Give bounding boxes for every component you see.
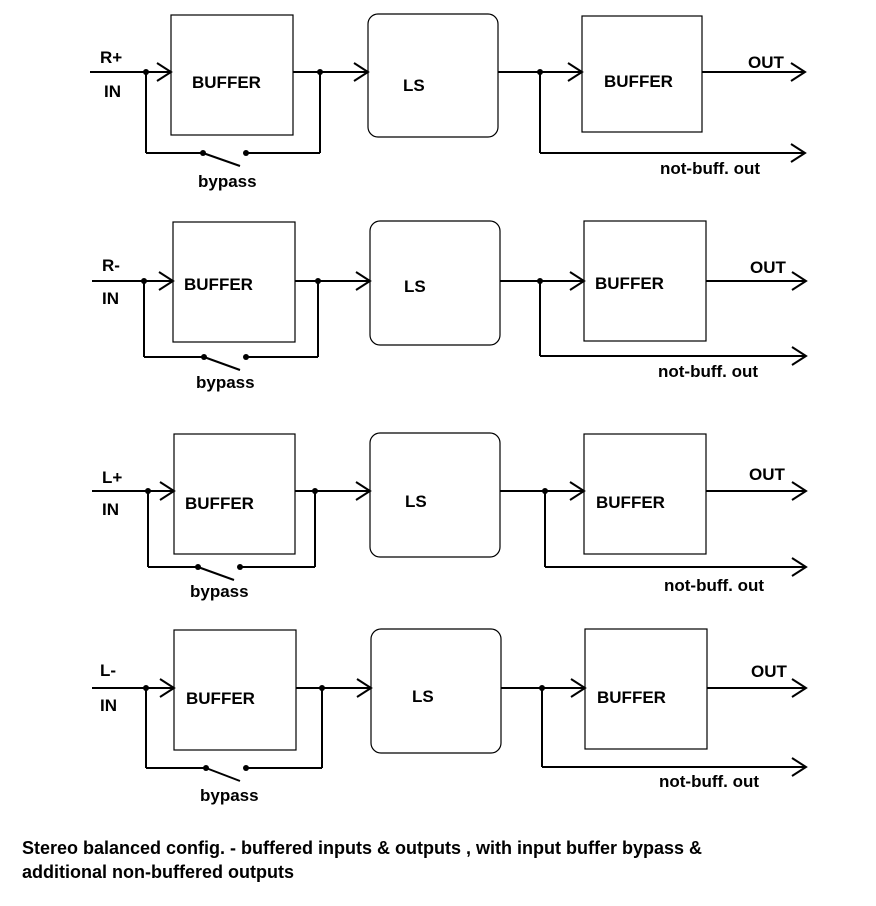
out-label: OUT	[748, 53, 785, 72]
switch-contact	[243, 354, 249, 360]
diagram-caption: Stereo balanced config. - buffered input…	[22, 836, 862, 884]
out-label: OUT	[750, 258, 787, 277]
output-buffer-box	[581, 15, 703, 133]
arrow-head-icon	[353, 62, 370, 82]
output-buffer-box	[583, 433, 707, 555]
not-buffered-out-label: not-buff. out	[659, 772, 759, 791]
ls-box	[369, 432, 501, 558]
input-buffer-label: BUFFER	[184, 275, 253, 294]
out-label: OUT	[749, 465, 786, 484]
bypass-switch-icon	[202, 152, 241, 167]
output-buffer-box	[584, 628, 708, 750]
output-buffer-label: BUFFER	[595, 274, 664, 293]
arrow-head-icon	[569, 271, 586, 291]
caption-line-1: Stereo balanced config. - buffered input…	[22, 838, 703, 858]
ls-label: LS	[403, 76, 425, 95]
channel-l-plus: L+ IN BUFFER LS BUFFER OUT bypass not-bu…	[92, 432, 808, 601]
arrow-head-icon	[790, 62, 807, 82]
ls-box	[370, 628, 502, 754]
arrow-head-icon	[567, 62, 584, 82]
arrow-head-icon	[791, 678, 808, 698]
input-buffer-box	[173, 629, 297, 751]
not-buffered-out-label: not-buff. out	[664, 576, 764, 595]
not-buffered-out-label: not-buff. out	[658, 362, 758, 381]
arrow-head-icon	[569, 481, 586, 501]
channel-wiring	[92, 628, 808, 782]
channel-wiring	[92, 220, 808, 371]
bypass-switch-icon	[203, 356, 241, 371]
ls-box	[369, 220, 501, 346]
channel-in-label: IN	[100, 696, 117, 715]
channel-polarity-label: L-	[100, 661, 116, 680]
ls-label: LS	[405, 492, 427, 511]
channel-r-minus: R- IN BUFFER LS BUFFER OUT bypass not-bu…	[92, 220, 808, 392]
input-buffer-label: BUFFER	[185, 494, 254, 513]
arrow-head-icon	[791, 557, 808, 577]
arrow-head-icon	[791, 346, 808, 366]
ls-label: LS	[404, 277, 426, 296]
not-buffered-out-label: not-buff. out	[660, 159, 760, 178]
input-buffer-label: BUFFER	[186, 689, 255, 708]
input-buffer-box	[170, 14, 294, 136]
bypass-label: bypass	[200, 786, 259, 805]
out-label: OUT	[751, 662, 788, 681]
arrow-head-icon	[355, 271, 372, 291]
channel-l-minus: L- IN BUFFER LS BUFFER OUT bypass not-bu…	[92, 628, 808, 805]
switch-contact	[243, 150, 249, 156]
arrow-head-icon	[158, 271, 175, 291]
channel-polarity-label: L+	[102, 468, 122, 487]
arrow-head-icon	[791, 481, 808, 501]
input-buffer-box	[172, 221, 296, 343]
bypass-label: bypass	[198, 172, 257, 191]
switch-contact	[237, 564, 243, 570]
bypass-label: bypass	[196, 373, 255, 392]
caption-line-2: additional non-buffered outputs	[22, 862, 294, 882]
channel-wiring	[90, 13, 807, 167]
output-buffer-label: BUFFER	[597, 688, 666, 707]
arrow-head-icon	[791, 271, 808, 291]
arrow-head-icon	[159, 481, 176, 501]
channel-r-plus: R+ IN BUFFER LS BUFFER OUT bypass not-bu…	[90, 13, 807, 191]
switch-contact	[243, 765, 249, 771]
channel-polarity-label: R+	[100, 48, 122, 67]
output-buffer-box	[583, 220, 707, 342]
output-buffer-label: BUFFER	[596, 493, 665, 512]
bypass-label: bypass	[190, 582, 249, 601]
output-buffer-label: BUFFER	[604, 72, 673, 91]
arrow-head-icon	[159, 678, 176, 698]
arrow-head-icon	[356, 678, 373, 698]
channel-wiring	[92, 432, 808, 581]
input-buffer-label: BUFFER	[192, 73, 261, 92]
arrow-head-icon	[791, 757, 808, 777]
arrow-head-icon	[355, 481, 372, 501]
bypass-switch-icon	[197, 566, 235, 581]
arrow-head-icon	[790, 143, 807, 163]
bypass-switch-icon	[205, 767, 241, 782]
arrow-head-icon	[570, 678, 587, 698]
input-buffer-box	[173, 433, 296, 555]
ls-box	[367, 13, 499, 138]
ls-label: LS	[412, 687, 434, 706]
channel-in-label: IN	[102, 289, 119, 308]
channel-in-label: IN	[104, 82, 121, 101]
channel-polarity-label: R-	[102, 256, 120, 275]
channel-in-label: IN	[102, 500, 119, 519]
arrow-head-icon	[156, 62, 173, 82]
